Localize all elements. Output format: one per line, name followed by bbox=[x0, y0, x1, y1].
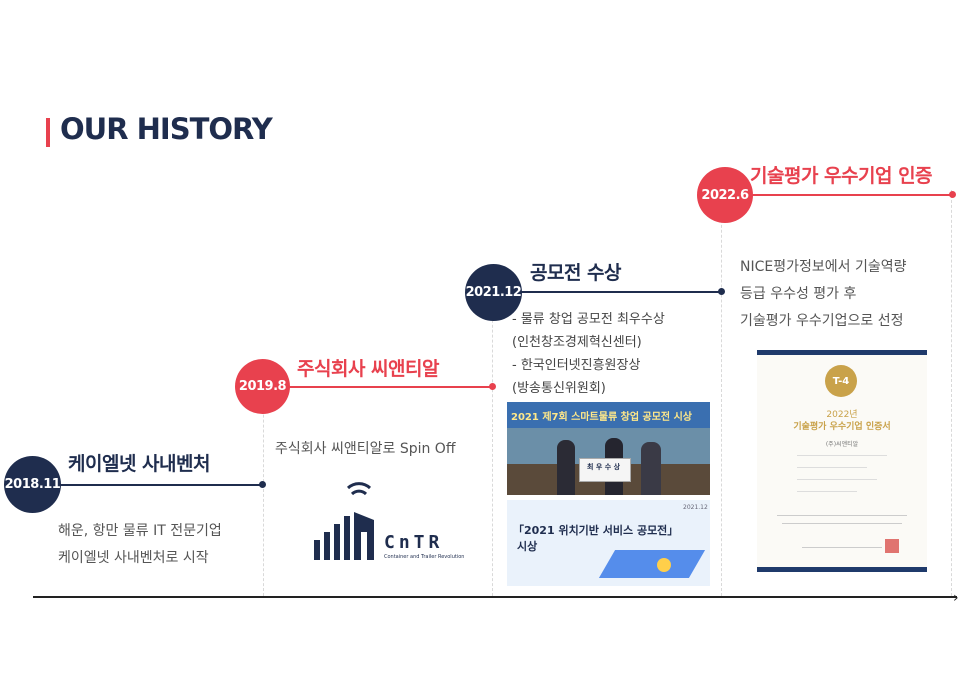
certificate-title: 기술평가 우수기업 인증서 bbox=[793, 422, 891, 432]
timeline-axis bbox=[33, 596, 957, 598]
timeline-divider bbox=[492, 280, 493, 596]
award-photo-banner: 2021 제7회 스마트물류 창업 공모전 시상 bbox=[511, 412, 692, 423]
certificate-image: T-4 2022년 기술평가 우수기업 인증서 (주)씨앤티알 bbox=[757, 350, 927, 572]
timeline-node bbox=[259, 481, 266, 488]
timeline-step-line bbox=[275, 386, 493, 388]
timeline-step-line bbox=[745, 194, 953, 196]
page-title: OUR HISTORY bbox=[60, 112, 273, 146]
timeline-divider bbox=[951, 190, 952, 596]
milestone-heading: 공모전 수상 bbox=[530, 262, 622, 284]
date-badge-2022-6: 2022.6 bbox=[697, 167, 753, 223]
milestone-description: 주식회사 씨앤티알로 Spin Off bbox=[275, 441, 456, 457]
award-photo: 2021 제7회 스마트물류 창업 공모전 시상 최 우 수 상 bbox=[507, 402, 710, 495]
timeline-node bbox=[949, 191, 956, 198]
certificate-year: 2022년 bbox=[826, 410, 858, 420]
timeline-step-line bbox=[50, 484, 264, 486]
timeline-divider bbox=[721, 190, 722, 596]
timeline-node bbox=[489, 383, 496, 390]
title-accent-bar bbox=[46, 118, 50, 147]
arrow-right-icon: › bbox=[953, 590, 959, 606]
milestone-description: NICE평가정보에서 기술역량 등급 우수성 평가 후 기술평가 우수기업으로 … bbox=[740, 259, 907, 329]
milestone-heading: 주식회사 씨앤티알 bbox=[297, 358, 439, 380]
award-poster: 2021.12 「2021 위치기반 서비스 공모전」 시상 bbox=[507, 500, 710, 586]
award-poster-date: 2021.12 bbox=[683, 504, 708, 511]
milestone-description: 해운, 항만 물류 IT 전문기업 케이엘넷 사내벤처로 시작 bbox=[58, 523, 222, 566]
certificate-company: (주)씨앤티알 bbox=[825, 441, 859, 448]
milestone-description: - 물류 창업 공모전 최우수상 (인천창조경제혁신센터) - 한국인터넷진흥원… bbox=[512, 312, 665, 396]
date-badge-2021-12: 2021.12 bbox=[465, 264, 522, 321]
timeline-node bbox=[718, 288, 725, 295]
timeline-divider bbox=[263, 380, 264, 596]
award-sign-text: 최 우 수 상 bbox=[587, 463, 621, 471]
certificate-badge: T-4 bbox=[825, 365, 857, 397]
milestone-heading: 케이엘넷 사내벤처 bbox=[68, 453, 210, 475]
award-poster-title: 「2021 위치기반 서비스 공모전」 bbox=[513, 524, 679, 537]
award-poster-subtitle: 시상 bbox=[517, 540, 538, 553]
date-badge-2019-8: 2019.8 bbox=[235, 359, 290, 414]
cntr-logo-text: CnTR bbox=[384, 532, 444, 553]
milestone-heading: 기술평가 우수기업 인증 bbox=[750, 165, 933, 187]
cntr-logo: CnTR Container and Trailer Revolution bbox=[312, 480, 465, 565]
timeline-step-line bbox=[520, 291, 722, 293]
cntr-logo-tagline: Container and Trailer Revolution bbox=[384, 554, 465, 560]
date-badge-2018-11: 2018.11 bbox=[4, 456, 61, 513]
